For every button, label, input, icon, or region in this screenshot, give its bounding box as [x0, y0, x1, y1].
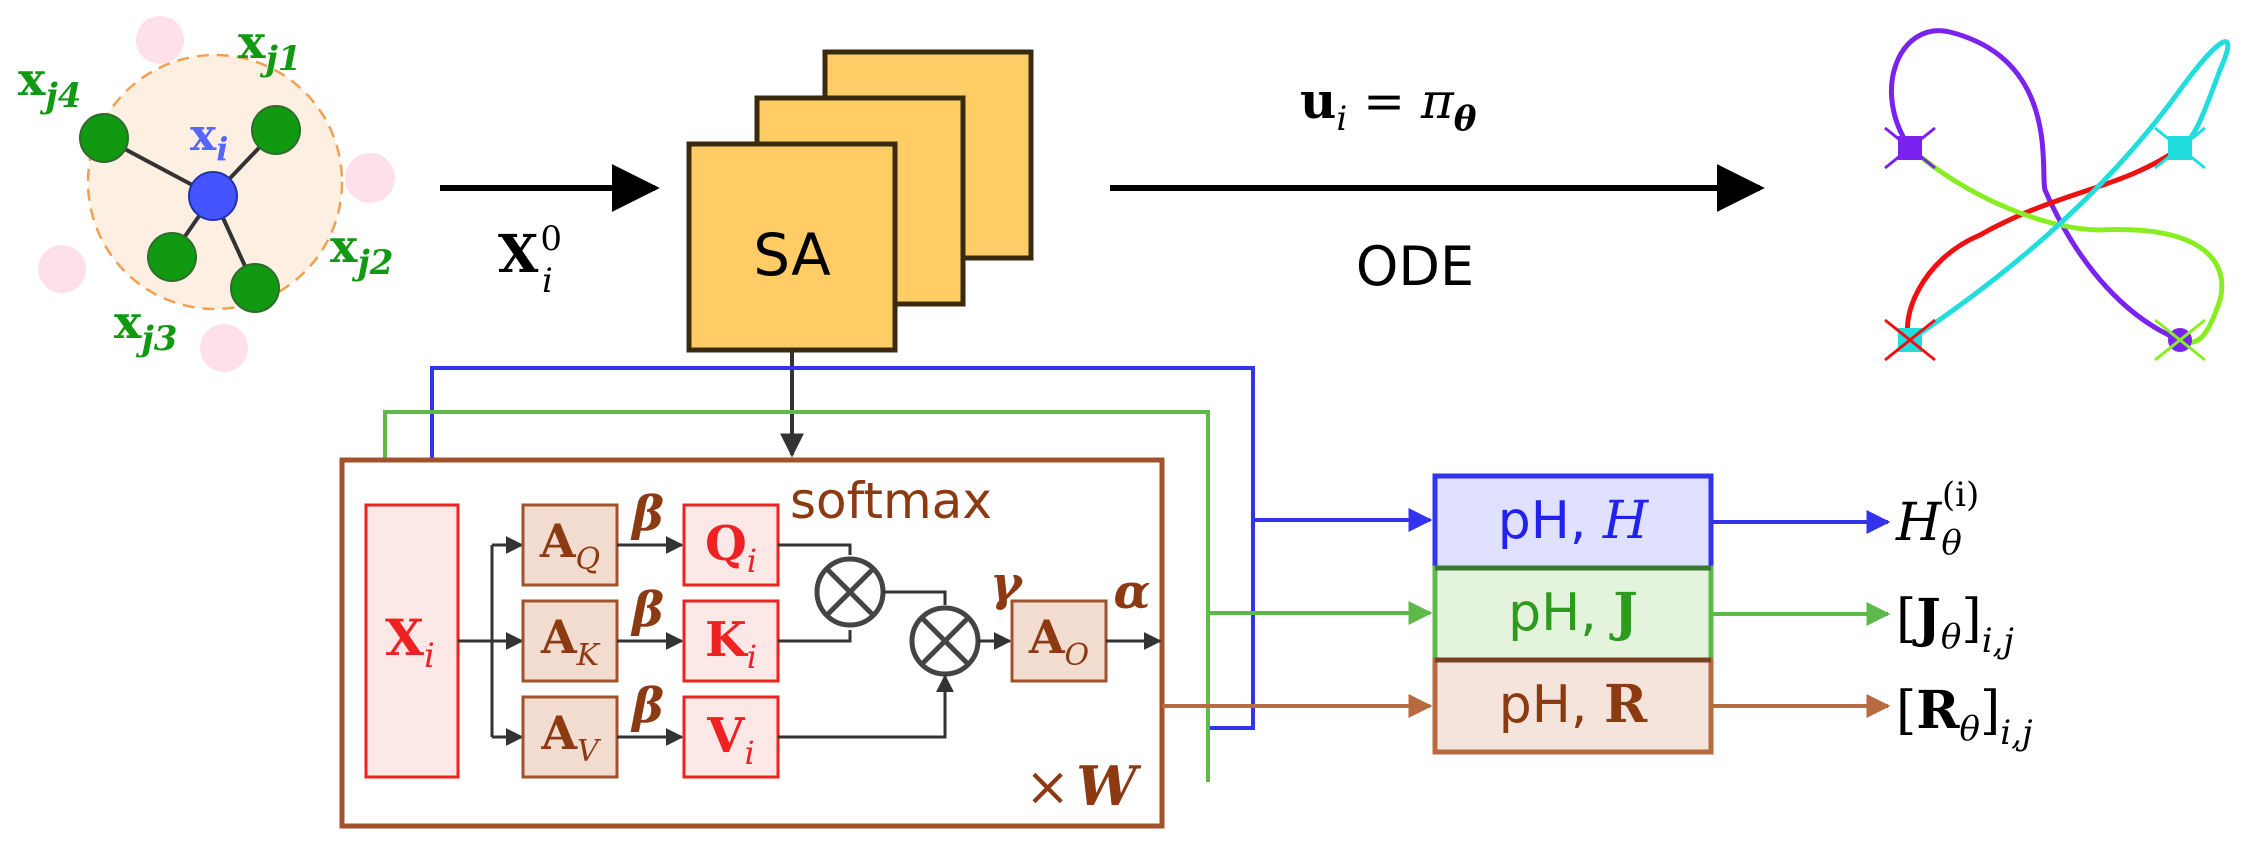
neighborhood-graph: xi xj1 xj2 xj3 xj4	[18, 15, 395, 372]
input-x-label: Xi	[385, 608, 435, 676]
head-output-r: [Rθ]i,j	[1896, 680, 2033, 753]
green-routing-line	[383, 410, 1210, 782]
head-label-r: pH, R	[1499, 674, 1648, 735]
neighbor-label-j4: xj4	[18, 52, 81, 116]
q-label: Qi	[705, 516, 757, 580]
neighbor-node	[147, 232, 197, 282]
goal-cross-red	[1884, 318, 1936, 362]
v-box	[682, 695, 780, 779]
beta-label-v: β	[630, 678, 664, 734]
neighbor-node	[79, 113, 129, 163]
trajectory-red	[1905, 145, 2182, 342]
proj-k-box	[521, 599, 619, 683]
v-to-mult-arrow	[778, 674, 954, 739]
sa-block-label: SA	[753, 221, 831, 289]
neighbor-node	[230, 263, 280, 313]
head-label-j: pH, J	[1508, 582, 1638, 643]
neighbor-label-j2: xj2	[330, 219, 393, 283]
repeat-label: ×W	[1025, 754, 1142, 818]
distant-node	[200, 324, 248, 372]
mult-to-mult-line	[883, 590, 947, 605]
q-to-mult-line	[778, 543, 852, 555]
sa-block-stack: SA	[686, 49, 1034, 353]
k-label: Ki	[705, 612, 757, 676]
center-node	[188, 171, 238, 221]
qk-multiply-cross	[825, 567, 875, 617]
k-to-mult-line	[778, 630, 852, 643]
proj-o-label: AO	[1028, 610, 1089, 673]
trajectory-plot	[1884, 28, 2231, 362]
proj-q-label: AQ	[539, 514, 600, 577]
head-label-h: pH, H	[1498, 491, 1650, 551]
alpha-label: α	[1114, 564, 1151, 620]
output-heads: pH, H pH, J pH, R Hθ(i) [Jθ]i,j [Rθ]i,j	[1162, 368, 2033, 755]
distant-node	[345, 153, 395, 203]
q-box	[682, 503, 780, 587]
neighbor-label-j1: xj1	[238, 15, 301, 79]
goal-cross-lime	[2154, 318, 2206, 362]
neighbor-label-j3: xj3	[114, 295, 177, 359]
head-box-j	[1432, 565, 1714, 663]
policy-arrow: ui = πθ ODE	[1110, 71, 1765, 298]
v-multiply-cross	[920, 616, 970, 666]
trajectory-purple	[1888, 28, 2181, 343]
goal-cross-purple	[1884, 126, 1936, 170]
proj-q-box	[521, 503, 619, 587]
proj-o-box	[1010, 599, 1108, 683]
distant-node	[38, 245, 86, 293]
proj-v-label: AV	[540, 706, 602, 769]
attention-block: Xi AQ AK AV β β β Qi Ki Vi softmax	[339, 350, 1255, 829]
input-x-box	[364, 503, 460, 779]
center-node-label: xi	[190, 110, 228, 168]
policy-arrow-bottom-label: ODE	[1356, 235, 1474, 298]
head-output-j: [Jθ]i,j	[1896, 588, 2014, 661]
proj-k-label: AK	[540, 610, 601, 673]
trajectory-cyan	[1908, 39, 2231, 343]
distant-node	[136, 16, 184, 64]
head-output-h: Hθ(i)	[1895, 475, 1979, 563]
beta-label-q: β	[630, 486, 664, 542]
trajectory-lime	[1908, 146, 2225, 345]
policy-arrow-top-label: ui = πθ	[1300, 71, 1477, 139]
beta-label-k: β	[630, 582, 664, 638]
k-box	[682, 599, 780, 683]
neighbor-node	[251, 105, 301, 155]
proj-v-box	[521, 695, 619, 779]
softmax-label: softmax	[790, 472, 992, 530]
v-label: Vi	[706, 708, 754, 772]
goal-cross-cyan	[2154, 126, 2206, 170]
